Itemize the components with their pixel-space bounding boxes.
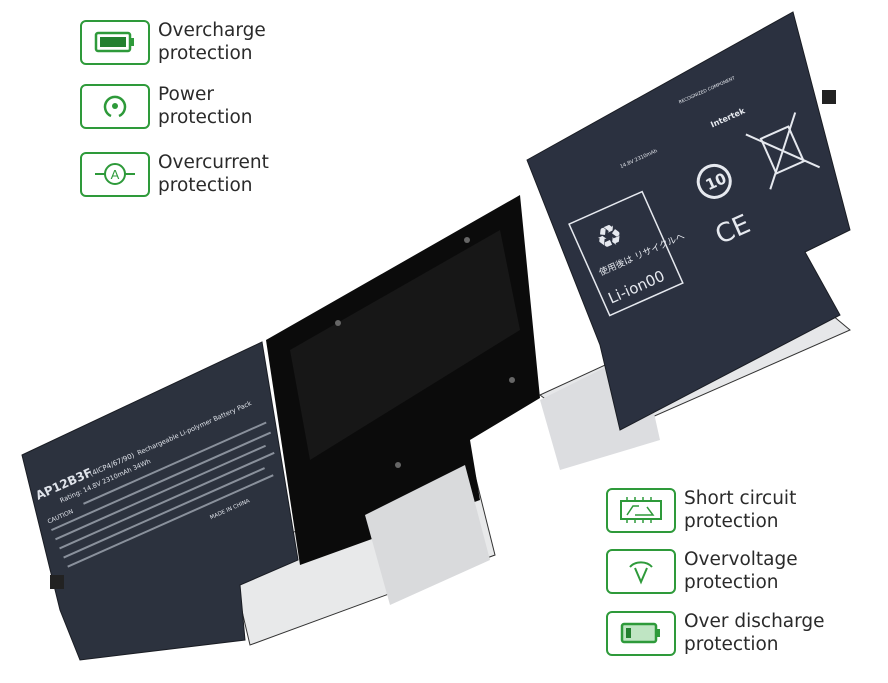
svg-text:A: A [111,167,120,182]
battery-low-icon [606,610,676,656]
ammeter-icon: A [80,151,150,197]
battery-left-panel [21,341,299,661]
battery-gloss [290,230,520,460]
weee-bin-icon [745,112,821,190]
voltmeter-icon [606,548,676,594]
circuit-board-icon [606,487,676,533]
battery-right-panel [526,11,851,431]
power-icon [80,83,150,129]
battery-full-icon [80,19,150,65]
rohs-10-icon [696,163,732,199]
